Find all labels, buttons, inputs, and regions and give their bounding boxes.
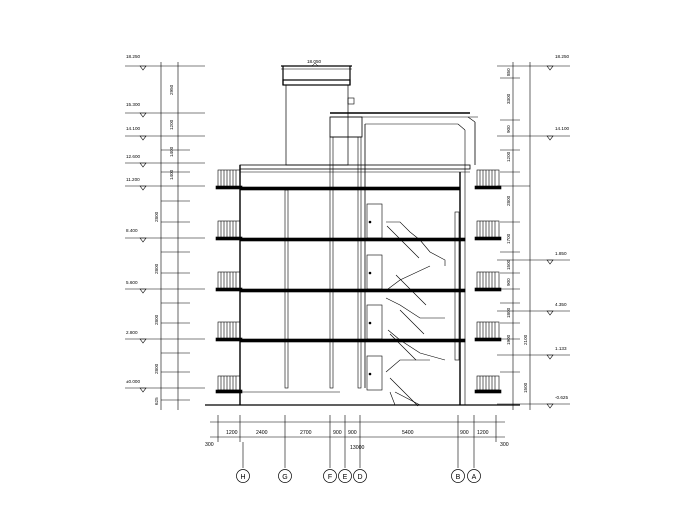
right-dim-label: 2100 xyxy=(523,334,528,345)
bottom-dim-label: 1200 xyxy=(477,430,489,436)
axis-bubble xyxy=(323,469,337,483)
axis-label: G xyxy=(282,474,287,481)
left-dim-label: 625 xyxy=(154,397,159,405)
bottom-dim-label: 900 xyxy=(460,430,469,436)
bottom-dimension-lines xyxy=(210,415,505,468)
right-dim-label: 900 xyxy=(506,125,511,133)
left-elevation-label: 8.400 xyxy=(126,228,138,233)
axis-bubble xyxy=(451,469,465,483)
axis-bubble xyxy=(353,469,367,483)
right-dim-label: 2800 xyxy=(506,195,511,206)
axis-bubble xyxy=(236,469,250,483)
bottom-dim-label: 5400 xyxy=(402,430,414,436)
stair-top-level-mark xyxy=(311,62,319,67)
axis-bubble xyxy=(338,469,352,483)
left-balconies xyxy=(215,169,243,394)
left-elevation-label: 15.300 xyxy=(126,102,140,107)
right-dimension-labels: 850 3300 900 1200 2800 1700 1500 900 180… xyxy=(506,68,528,393)
left-elevation-label: ±0.000 xyxy=(126,379,140,384)
right-elevation-label: 4.350 xyxy=(555,302,567,307)
axis-label: D xyxy=(357,474,362,481)
axis-bubble xyxy=(278,469,292,483)
right-elevation-label: -0.625 xyxy=(555,395,568,400)
left-dim-label: 2800 xyxy=(154,314,159,325)
left-dim-label: 1400 xyxy=(169,146,174,157)
left-elevation-label: 5.600 xyxy=(126,280,138,285)
right-dim-label: 1500 xyxy=(523,382,528,393)
left-elevation-label: 14.100 xyxy=(126,126,140,131)
left-dim-label: 2800 xyxy=(154,363,159,374)
left-elevation-label: 2.800 xyxy=(126,330,138,335)
right-elevation-label: 1.133 xyxy=(555,346,567,351)
right-dim-label: 1800 xyxy=(506,307,511,318)
right-dim-label: 850 xyxy=(506,68,511,76)
axis-label: B xyxy=(456,474,461,481)
right-dim-label: 1200 xyxy=(506,151,511,162)
bottom-dim-label: 1200 xyxy=(226,430,238,436)
right-elevation-label: 14.100 xyxy=(555,126,569,131)
bottom-dim-label: 300 xyxy=(500,442,509,448)
right-elevation-column xyxy=(497,62,570,410)
axis-bubble xyxy=(467,469,481,483)
bottom-dim-label: 300 xyxy=(205,442,214,448)
right-elevation-label: 18.250 xyxy=(555,54,569,59)
bottom-dimension-labels: 300 1200 2400 2700 900 900 5400 900 1200… xyxy=(205,430,509,451)
left-elevation-label: 11.200 xyxy=(126,177,140,182)
axis-labels: H G F E D B A xyxy=(240,474,476,481)
left-elevation-label: 12.600 xyxy=(126,154,140,159)
left-dim-label: 2950 xyxy=(169,84,174,95)
axis-bubbles xyxy=(236,469,481,483)
right-dim-label: 1500 xyxy=(506,259,511,270)
left-elevation-column xyxy=(125,62,205,410)
bottom-dim-label: 900 xyxy=(333,430,342,436)
bottom-dim-label: 2400 xyxy=(256,430,268,436)
bottom-dim-label: 900 xyxy=(348,430,357,436)
right-elevation-labels: 18.250 14.100 1.850 4.350 1.133 -0.625 xyxy=(555,54,569,400)
left-dim-label: 2800 xyxy=(154,263,159,274)
left-dim-label: 2800 xyxy=(154,211,159,222)
left-dimension-labels: 2950 1200 1400 1400 2800 2800 2800 2800 … xyxy=(154,84,174,405)
total-dim-label: 13000 xyxy=(350,445,365,451)
axis-label: H xyxy=(240,474,245,481)
left-elevation-label: 18.250 xyxy=(126,54,140,59)
bottom-dim-label: 2700 xyxy=(300,430,312,436)
right-dim-label: 1700 xyxy=(506,233,511,244)
axis-label: A xyxy=(472,474,477,481)
left-dim-label: 1200 xyxy=(169,119,174,130)
right-balconies xyxy=(474,169,502,394)
right-dim-label: 1900 xyxy=(506,334,511,345)
axis-label: F xyxy=(328,474,332,481)
staircase xyxy=(385,211,460,407)
right-elevation-label: 1.850 xyxy=(555,251,567,256)
right-dim-label: 3300 xyxy=(506,93,511,104)
left-dim-label: 1400 xyxy=(169,169,174,180)
axis-label: E xyxy=(343,474,348,481)
right-dim-label: 900 xyxy=(506,278,511,286)
left-elevation-labels: 18.250 15.300 14.100 12.600 11.200 8.400… xyxy=(126,54,140,384)
stair-top-elevation: 18.050 xyxy=(307,59,321,64)
building-section xyxy=(205,65,520,406)
